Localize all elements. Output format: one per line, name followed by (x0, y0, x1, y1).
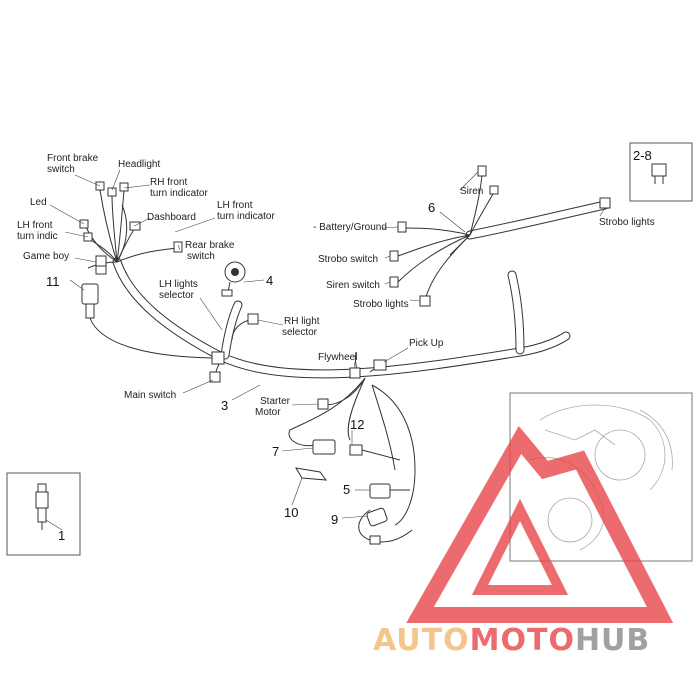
part-number-11: 11 (46, 274, 60, 289)
label-game-boy: Game boy (23, 251, 69, 262)
part-number-2-8: 2-8 (633, 148, 652, 163)
fuse-icon (651, 163, 667, 184)
label-headlight: Headlight (118, 159, 160, 170)
part-number-4: 4 (266, 273, 273, 288)
label-strobo-lights-bottom: Strobo lights (353, 299, 409, 310)
label-strobo-lights-right: Strobo lights (599, 217, 655, 228)
flywheel-pickup-connectors (349, 351, 387, 379)
watermark-logo: AUTOMOTOHUB (373, 426, 674, 658)
vehicle-sketch (529, 404, 673, 551)
selector-connectors (209, 313, 259, 383)
part-number-5: 5 (343, 482, 350, 497)
label-pick-up: Pick Up (409, 338, 444, 349)
label-siren-switch: Siren switch (326, 280, 380, 291)
part-number-9: 9 (331, 512, 338, 527)
label-flywheel: Flywheel (318, 352, 357, 363)
part-numbers: 1 2-8 3 4 5 6 7 9 10 11 12 (46, 148, 652, 543)
label-led: Led (30, 197, 47, 208)
part-number-1: 1 (58, 528, 65, 543)
part-number-12: 12 (350, 417, 364, 432)
logo-triangle-outer (406, 426, 674, 623)
part-number-6: 6 (428, 200, 435, 215)
part-1-spark-plug-box (6, 472, 81, 556)
main-harness (112, 257, 571, 379)
part-4-horn (221, 261, 246, 297)
logo-triangle-inner (471, 498, 569, 595)
part-number-7: 7 (272, 444, 279, 459)
lower-branch (288, 377, 416, 545)
label-strobo-switch: Strobo switch (318, 254, 378, 265)
label-battery-ground: - Battery/Ground (313, 222, 387, 233)
label-dashboard: Dashboard (147, 212, 196, 223)
part-number-3: 3 (221, 398, 228, 413)
part-10-bracket (295, 467, 328, 481)
vehicle-inset-box (509, 392, 693, 562)
label-main-switch: Main switch (124, 390, 176, 401)
spark-plug-icon (35, 483, 49, 530)
part-11-connector (81, 283, 223, 359)
part-2-8-fuse-box (629, 142, 693, 202)
leader-lines (45, 169, 606, 531)
part-number-10: 10 (284, 505, 298, 520)
label-siren: Siren (460, 186, 483, 197)
sub-harness-6 (389, 165, 611, 307)
logo-text: AUTOMOTOHUB (373, 623, 650, 658)
